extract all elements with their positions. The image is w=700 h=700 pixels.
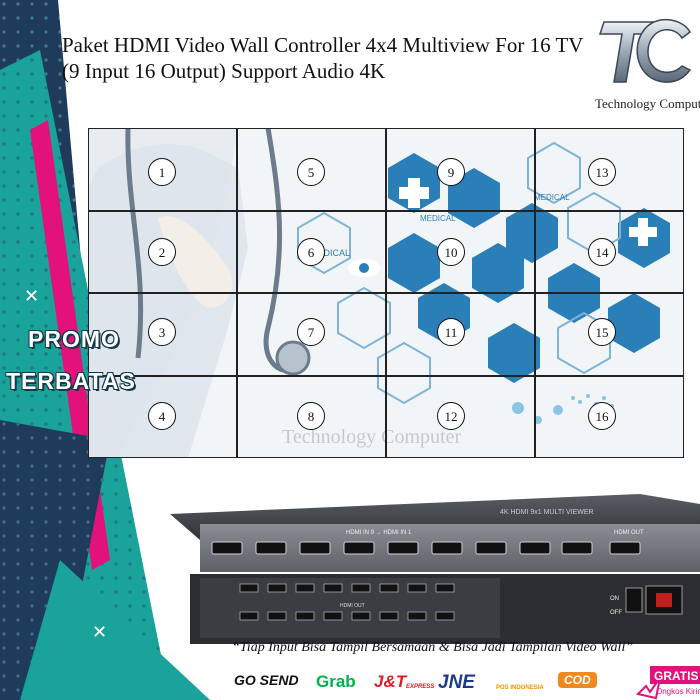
screen-number: 12 [437,401,465,430]
screen-number: 4 [148,401,176,430]
title-line-1: Paket HDMI Video Wall Controller 4x4 Mul… [62,33,584,57]
medical-label: MEDICAL [420,214,456,223]
hdmi-out-bottom-label: HDMI OUT [340,603,365,609]
screen-cell: 1 [88,128,237,211]
video-wall-preview: MEDICAL MEDICAL MEDICAL 1 5 9 13 2 6 10 … [88,128,684,458]
screen-number: 8 [297,401,325,430]
video-wall-grid: 1 5 9 13 2 6 10 14 3 7 11 15 4 8 12 16 [88,128,684,458]
grab-logo: Grab [316,672,356,691]
screen-cell: 5 [237,128,386,211]
screen-cell: 11 [386,293,535,376]
promo-sub-label: TERBATAS [6,368,136,394]
gratis-label: GRATIS [654,669,698,683]
pos-logo: POS INDONESIA [496,685,544,691]
jne-logo: JNE [438,672,475,693]
screen-cell: 8 [237,375,386,458]
gosend-logo: GO SEND [234,672,299,688]
screen-cell: 15 [535,293,684,376]
screen-number: 16 [588,401,616,430]
power-on-label: ON [610,596,619,602]
power-off-label: OFF [610,610,622,616]
medical-label: MEDICAL [310,248,350,258]
brand-name: Technology Computer [595,96,700,111]
screen-cell: 16 [535,375,684,458]
screen-number: 2 [148,237,176,266]
screen-cell: 2 [88,210,237,293]
screen-number: 10 [437,237,465,266]
screen-number: 13 [588,158,616,186]
screen-cell: 4 [88,375,237,458]
free-shipping-badge: GRATIS Ongkos Kirim [636,666,700,700]
fuse-switch [656,593,672,607]
screen-number: 11 [437,318,465,346]
screen-number: 3 [148,318,176,346]
tagline: “Tiap Input Bisa Tampil Bersamaan & Bisa… [232,640,634,655]
power-switch [625,587,643,613]
screen-cell: 13 [535,128,684,211]
tc-logo-icon [598,19,692,83]
screen-cell: 12 [386,375,535,458]
screen-number: 7 [297,318,325,346]
promo-label: PROMO [28,326,120,352]
screen-number: 9 [437,158,465,186]
screen-number: 15 [588,318,616,346]
screen-cell: 10 [386,210,535,293]
screen-cell: 14 [535,210,684,293]
courier-logos: GO SEND Grab J&T EXPRESS JNE POS INDONES… [234,670,700,696]
screen-number: 1 [148,158,176,186]
screen-cell: 6 [237,210,386,293]
screen-cell: 9 [386,128,535,211]
brand-watermark: Technology Computer [282,426,462,448]
jnt-express-label: EXPRESS [406,684,435,690]
screen-number: 5 [297,158,325,186]
device-label: 4K HDMI 9x1 MULTI VIEWER [500,509,594,516]
screen-cell: 7 [237,293,386,376]
video-wall-controller-device: 4K HDMI 9x1 MULTI VIEWER HDMI IN 9 → HDM… [170,494,700,644]
screen-cell: 3 [88,293,237,376]
screen-number: 6 [297,237,325,266]
cod-logo: COD [558,672,597,688]
gratis-sub-label: Ongkos Kirim [656,687,700,696]
hdmi-out-label: HDMI OUT [614,530,644,536]
product-title: Paket HDMI Video Wall Controller 4x4 Mul… [62,32,584,84]
hdmi-in-label: HDMI IN 9 → HDMI IN 1 [346,530,412,536]
title-line-2: (9 Input 16 Output) Support Audio 4K [62,59,386,83]
medical-label: MEDICAL [534,193,570,202]
screen-number: 14 [588,237,616,266]
close-icon: ✕ [24,286,40,307]
close-icon: ✕ [92,622,108,643]
jnt-logo: J&T [374,672,407,691]
